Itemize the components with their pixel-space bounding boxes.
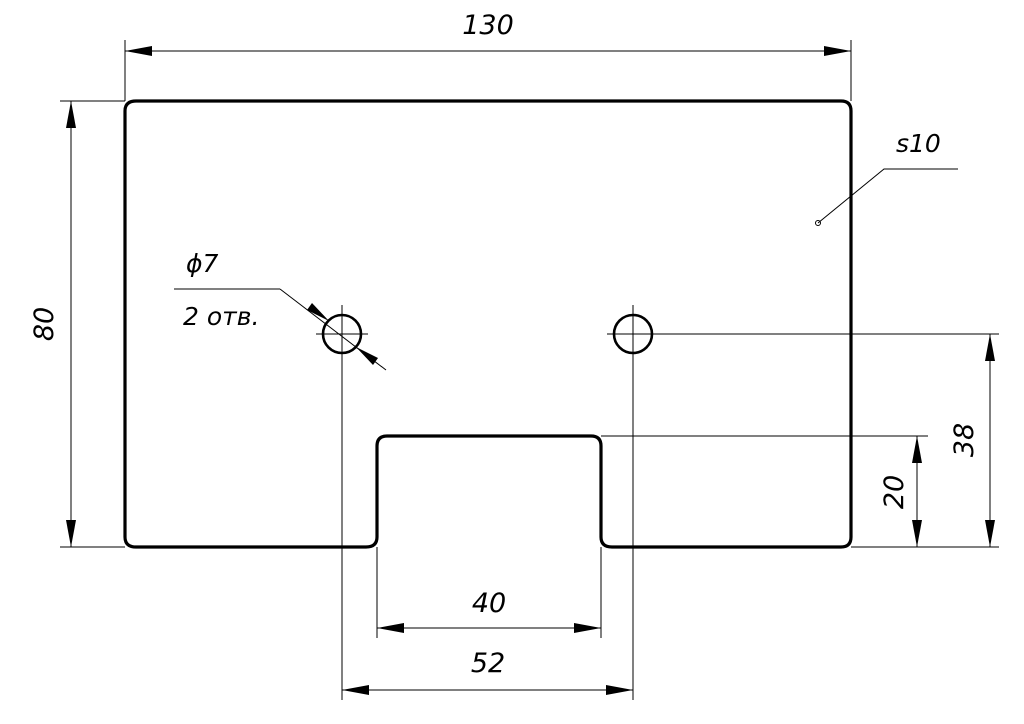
arrow-head	[66, 101, 76, 128]
arrow-head	[307, 303, 329, 321]
arrow-head	[606, 685, 633, 695]
arrow-head	[912, 436, 922, 463]
dim-slot-width: 40	[472, 588, 506, 619]
arrow-head	[342, 685, 369, 695]
thickness-leader-line	[817, 168, 958, 224]
arrow-head	[356, 347, 378, 365]
dim-overall-height: 80	[29, 307, 60, 341]
hole-count-label: 2 отв.	[183, 302, 259, 331]
arrow-head	[912, 520, 922, 547]
arrow-head	[824, 46, 851, 56]
hole-diameter-label: ϕ7	[186, 249, 218, 278]
dim-slot-depth: 20	[879, 475, 910, 509]
arrow-head	[377, 623, 404, 633]
thickness-leader-dot	[815, 220, 821, 226]
arrow-head	[66, 520, 76, 547]
dim-overall-width: 130	[462, 10, 514, 41]
dim-hole-height: 38	[949, 423, 980, 457]
arrow-head	[574, 623, 601, 633]
thickness-label: s10	[896, 129, 941, 158]
part-outline	[123, 99, 853, 549]
arrow-head	[985, 520, 995, 547]
arrow-head	[985, 334, 995, 361]
arrow-head	[125, 46, 152, 56]
dim-hole-spacing: 52	[471, 648, 505, 679]
